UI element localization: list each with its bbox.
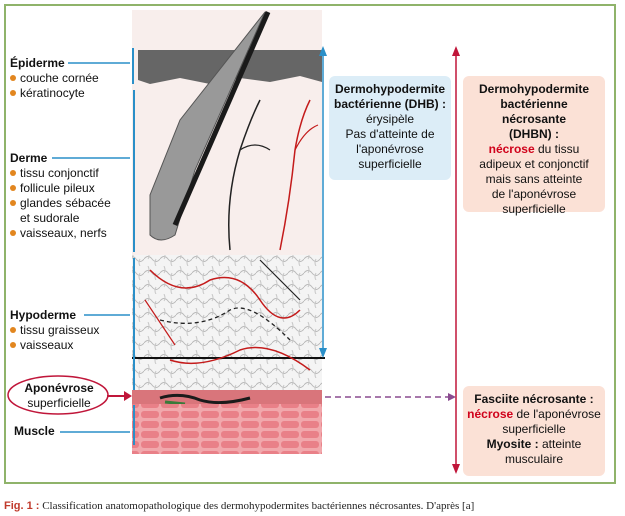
- dhbn-line-2: adipeux et conjonctif: [479, 157, 589, 171]
- dhbn-line-1: nécrose du tissu: [488, 142, 580, 156]
- epiderme-item-1: couche cornée: [10, 71, 99, 86]
- dhb-line-1: érysipèle: [365, 112, 415, 126]
- fasciite-line-2: superficielle: [502, 422, 566, 436]
- derme-item-3b: et sudorale: [20, 211, 80, 225]
- hair-follicle: [149, 11, 266, 241]
- epiderme-item-2: kératinocyte: [10, 86, 99, 101]
- dhbn-box: Dermohypodermite bactérienne nécrosante …: [463, 76, 605, 216]
- derme-item-2: follicule pileux: [10, 181, 111, 196]
- caption-text: Classification anatomopathologique des d…: [39, 500, 475, 512]
- dhb-line-3: l'aponévrose: [356, 142, 424, 156]
- myosite-line: Myosite : atteinte: [486, 437, 582, 451]
- fasciite-title: Fasciite nécrosante :: [474, 392, 594, 406]
- derme-title: Derme: [10, 151, 48, 165]
- dhb-title-1: Dermohypodermite: [334, 82, 446, 96]
- aponevrose-sub: superficielle: [27, 396, 91, 410]
- dhb-title-2: bactérienne (DHB) :: [333, 97, 446, 111]
- dhbn-title-1: Dermohypodermite: [478, 82, 590, 96]
- dhb-box: Dermohypodermite bactérienne (DHB) : éry…: [329, 76, 451, 180]
- aponevrose-highlight: [7, 375, 109, 415]
- hypodermis-layer: [132, 255, 322, 395]
- derme-item-4: vaisseaux, nerfs: [10, 226, 111, 241]
- hypoderme-item-2: vaisseaux: [10, 338, 99, 353]
- hypoderme-label: Hypoderme tissu graisseux vaisseaux: [10, 308, 99, 353]
- dhbn-title-3: (DHBN) :: [509, 127, 559, 141]
- hypoderme-title: Hypoderme: [10, 308, 77, 322]
- dhbn-title-2: bactérienne nécrosante: [500, 97, 568, 126]
- hypoderme-item-1: tissu graisseux: [10, 323, 99, 338]
- derme-item-1: tissu conjonctif: [10, 166, 111, 181]
- figure-caption: Fig. 1 : Classification anatomopathologi…: [4, 500, 624, 512]
- dhb-line-4: superficielle: [358, 157, 422, 171]
- caption-fig-label: Fig. 1 :: [4, 500, 40, 512]
- aponevrose-title: Aponévrose: [24, 381, 94, 395]
- muscle-layer: [132, 404, 322, 454]
- hair-shaft: [172, 10, 271, 227]
- fascia-layer: [132, 390, 322, 404]
- epiderme-label: Épiderme couche cornée kératinocyte: [10, 56, 99, 101]
- dhbn-line-4: de l'aponévrose: [491, 187, 577, 201]
- muscle-label: Muscle: [14, 424, 55, 439]
- fasciite-line-1: nécrose de l'aponévrose: [467, 407, 601, 421]
- fasciite-line-4: musculaire: [504, 452, 564, 466]
- dhbn-line-3: mais sans atteinte: [485, 172, 583, 186]
- derme-label: Derme tissu conjonctif follicule pileux …: [10, 151, 111, 241]
- derme-item-3: glandes sébacée: [10, 196, 111, 211]
- aponevrose-label: Aponévrose superficielle: [18, 381, 100, 411]
- dhbn-line-5: superficielle: [502, 202, 566, 216]
- fasciite-box: Fasciite nécrosante : nécrose de l'aponé…: [463, 386, 605, 476]
- epiderme-title: Épiderme: [10, 56, 65, 70]
- dhb-line-2: Pas d'atteinte de: [345, 127, 435, 141]
- muscle-title: Muscle: [14, 424, 55, 438]
